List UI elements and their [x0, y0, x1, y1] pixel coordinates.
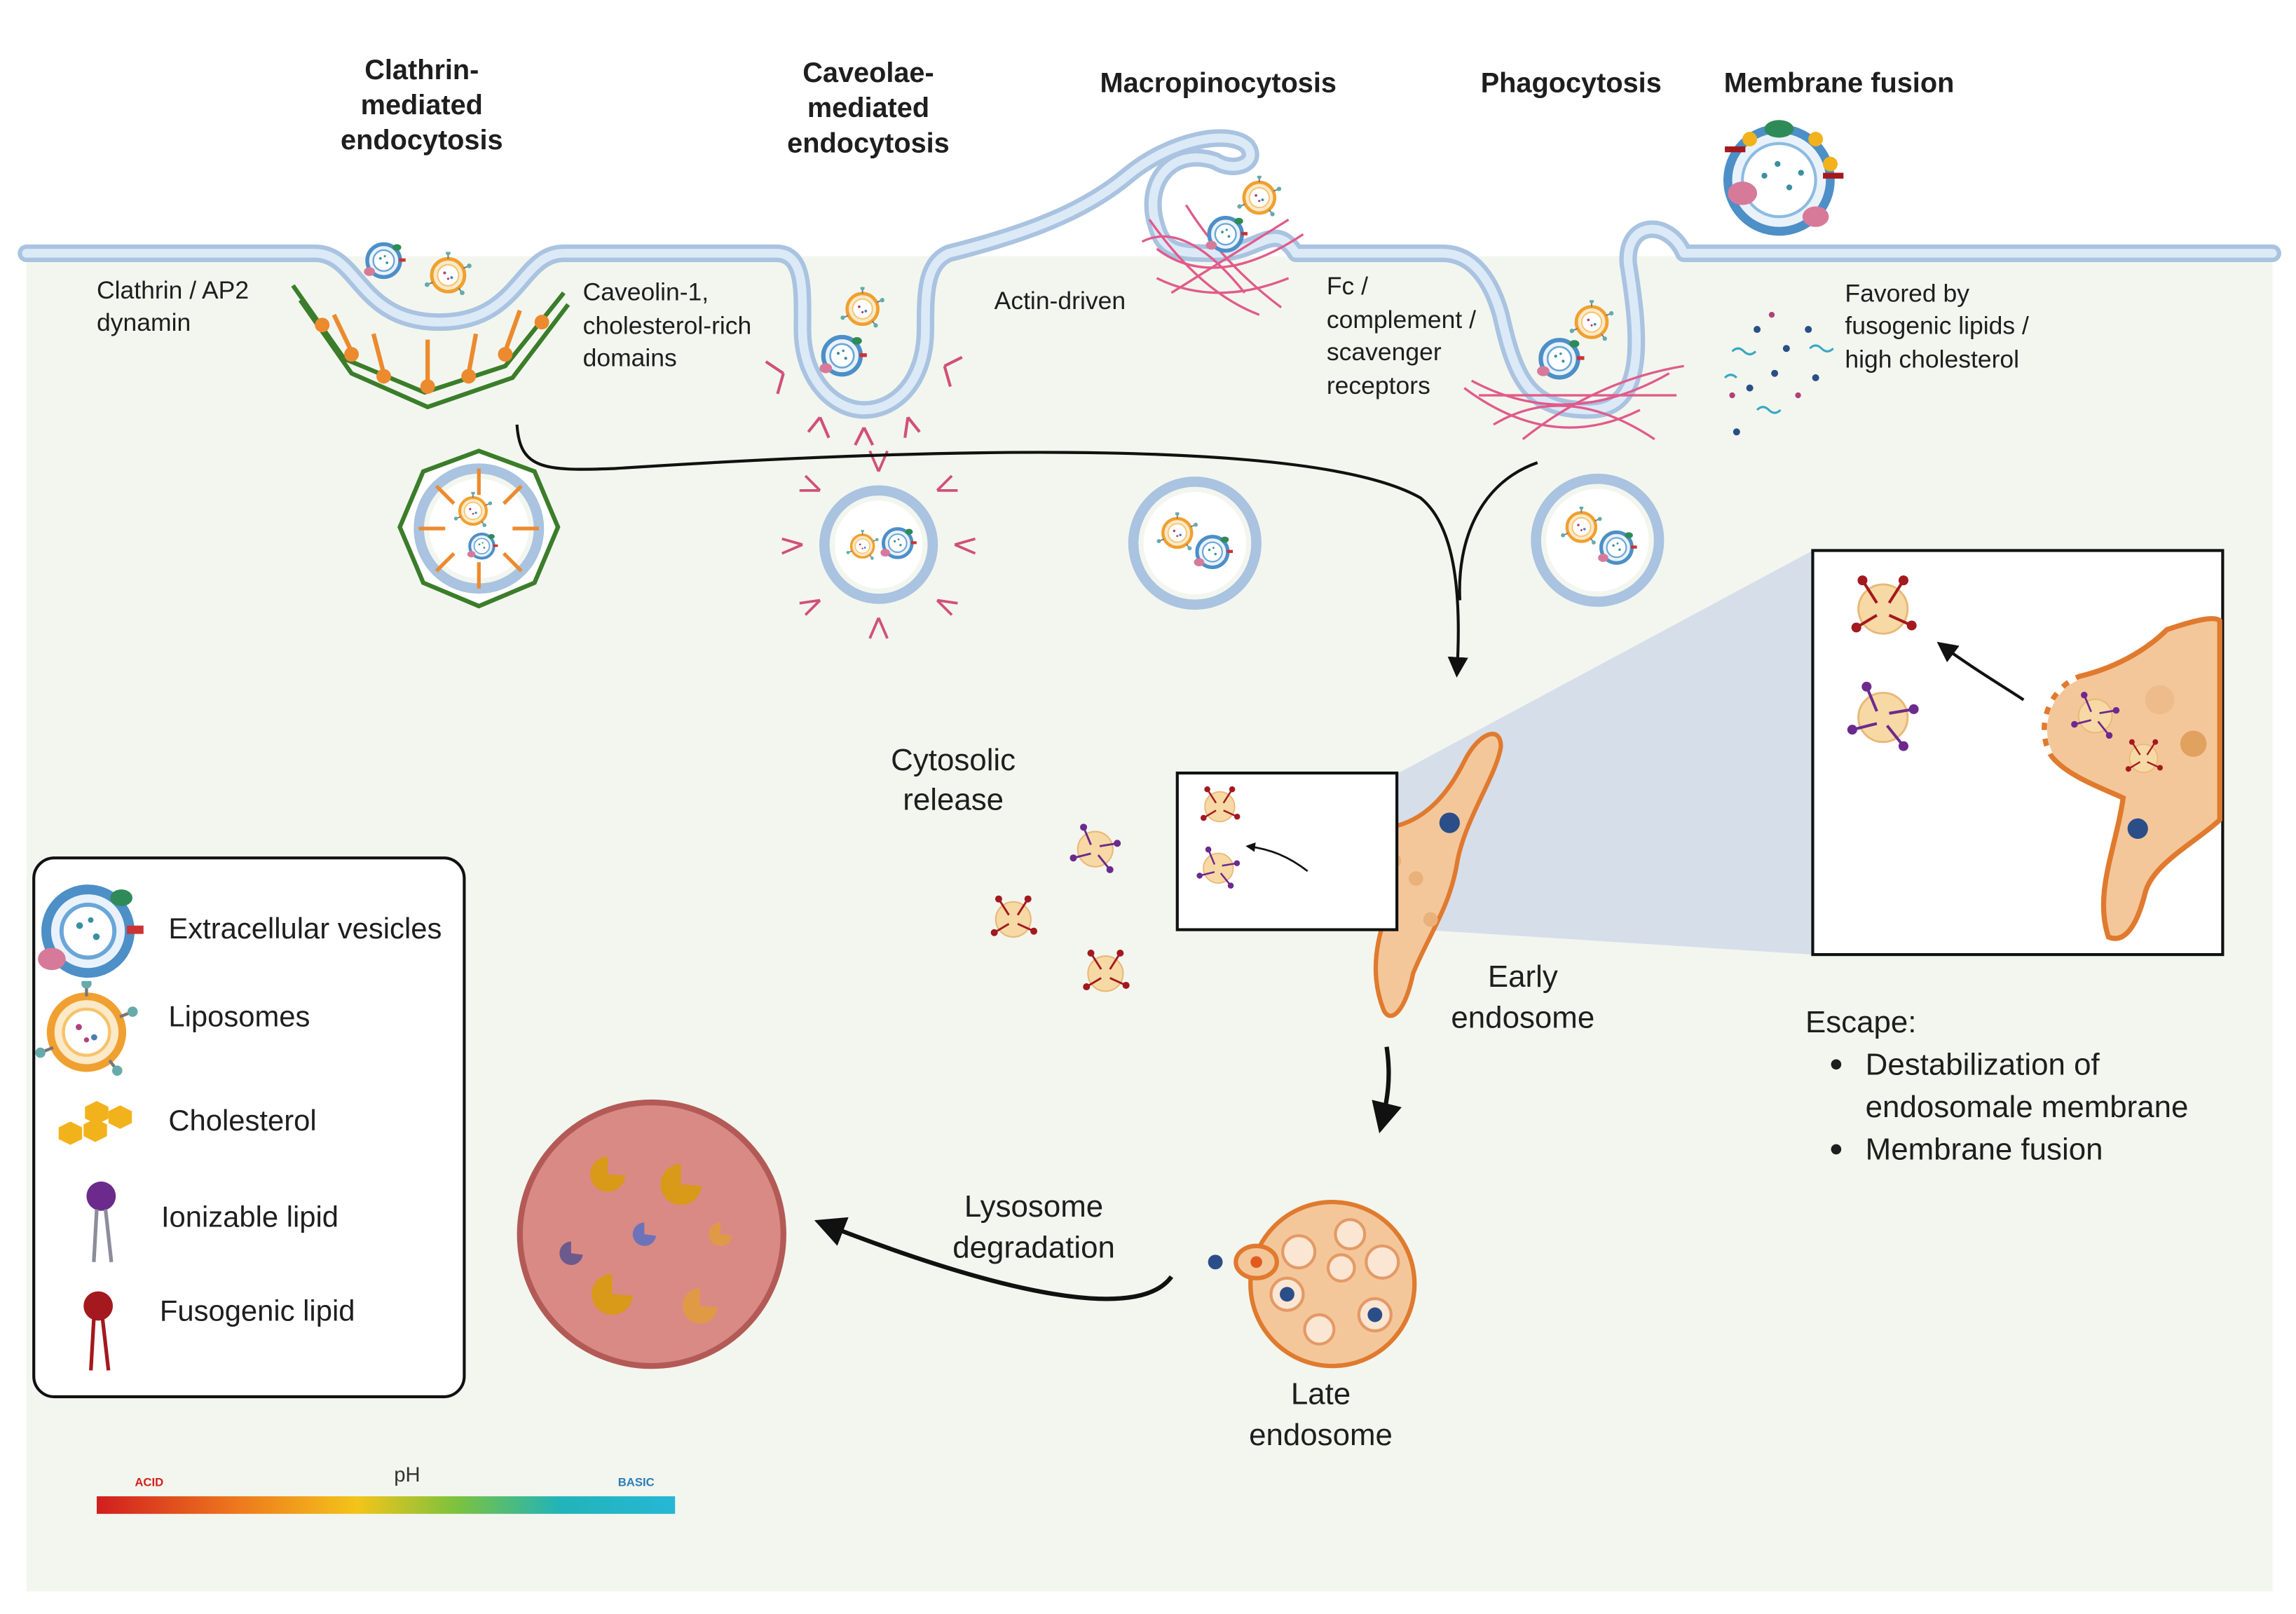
ph-title: pH: [394, 1464, 420, 1486]
header-clathrin-line3: endocytosis: [341, 125, 503, 156]
note-clathrin-line2: dynamin: [97, 308, 191, 336]
fusogenic-lipid-icon: [83, 1291, 114, 1371]
note-caveolin-line2: cholesterol-rich: [583, 311, 752, 339]
phagosome: [1531, 473, 1665, 607]
note-favored-line1: Favored by: [1845, 279, 1969, 307]
clathrin-coated-pit: [291, 244, 570, 410]
escape-bullet-1-line2: endosomale membrane: [1866, 1090, 2189, 1124]
caveolae-pit: [765, 286, 963, 446]
internalization-arrow: [515, 424, 1468, 678]
release-arrow: [1245, 842, 1308, 873]
note-fc-line2: complement /: [1327, 306, 1476, 334]
header-clathrin-line1: Clathrin-: [364, 55, 479, 86]
cholesterol-icon: [58, 1100, 132, 1145]
lysosome: [517, 1099, 786, 1369]
label-late-line1: Late: [1291, 1376, 1351, 1411]
legend-label-extracellular-vesicles: Extracellular vesicles: [168, 912, 442, 945]
escape-title: Escape:: [1805, 1005, 1916, 1039]
phagocytosis-arrow: [1458, 461, 1538, 601]
ph-basic-label: BASIC: [618, 1475, 655, 1489]
macropinosome: [1128, 476, 1262, 610]
escape-bullet-1-line1: Destabilization of: [1866, 1047, 2100, 1081]
label-lysosome-line1: Lysosome: [964, 1189, 1103, 1224]
note-clathrin-line1: Clathrin / AP2: [97, 276, 249, 304]
late-endosome: [1208, 1200, 1417, 1369]
ph-acid-label: ACID: [135, 1475, 163, 1489]
header-phagocytosis: Phagocytosis: [1481, 68, 1662, 99]
note-fc-line1: Fc /: [1327, 272, 1368, 300]
legend-label-cholesterol: Cholesterol: [168, 1104, 316, 1137]
header-caveolae-line2: mediated: [807, 93, 929, 123]
escape-arrow: [1936, 641, 2025, 702]
ph-gradient-bar: [97, 1496, 676, 1514]
note-favored-line2: fusogenic lipids /: [1845, 311, 2029, 339]
label-lysosome-line2: degradation: [952, 1231, 1115, 1265]
header-membrane-fusion: Membrane fusion: [1724, 68, 1955, 99]
fusing-vesicle: [1723, 120, 1844, 236]
legend-label-ionizable-lipid: Ionizable lipid: [161, 1201, 339, 1233]
note-actin: Actin-driven: [995, 287, 1126, 315]
fusogenic-lipid-scatter: [1723, 311, 1834, 436]
note-caveolin-line3: domains: [583, 343, 677, 371]
label-early-line1: Early: [1488, 959, 1558, 994]
escape-bullet-2-line1: Membrane fusion: [1866, 1133, 2103, 1167]
ionizable-lipid-icon: [86, 1181, 116, 1263]
escape-bullet-1-marker: [1831, 1059, 1842, 1070]
legend-label-liposomes: Liposomes: [168, 999, 310, 1032]
label-early-line2: endosome: [1451, 1001, 1594, 1035]
note-favored-line3: high cholesterol: [1845, 345, 2019, 373]
note-caveolin-line1: Caveolin-1,: [583, 278, 709, 306]
label-late-line2: endosome: [1249, 1418, 1393, 1452]
header-caveolae-line3: endocytosis: [787, 128, 950, 158]
label-cytosolic-line1: Cytosolic: [891, 743, 1016, 777]
phagocytic-cup: [1463, 299, 1684, 441]
caveolar-vesicle: [781, 450, 976, 639]
maturation-arrow: [1372, 1046, 1402, 1134]
note-fc-line3: scavenger: [1327, 338, 1442, 366]
zoom-wedge: [1398, 550, 1813, 955]
legend-label-fusogenic-lipid: Fusogenic lipid: [160, 1294, 355, 1327]
label-cytosolic-line2: release: [903, 782, 1004, 816]
header-macropinocytosis: Macropinocytosis: [1100, 68, 1337, 99]
clathrin-coated-vesicle: [397, 449, 561, 609]
header-clathrin-line2: mediated: [361, 90, 483, 121]
macropinocytosis-cup: [1141, 175, 1304, 316]
header-caveolae-line1: Caveolae-: [802, 57, 934, 88]
degradation-arrow: [814, 1217, 1173, 1301]
legend-icons: [35, 889, 144, 1371]
escape-zoom-inset: [1811, 549, 2225, 957]
legend: [32, 856, 466, 1399]
escape-bullet-2-marker: [1831, 1144, 1842, 1155]
note-fc-line4: receptors: [1327, 371, 1430, 399]
